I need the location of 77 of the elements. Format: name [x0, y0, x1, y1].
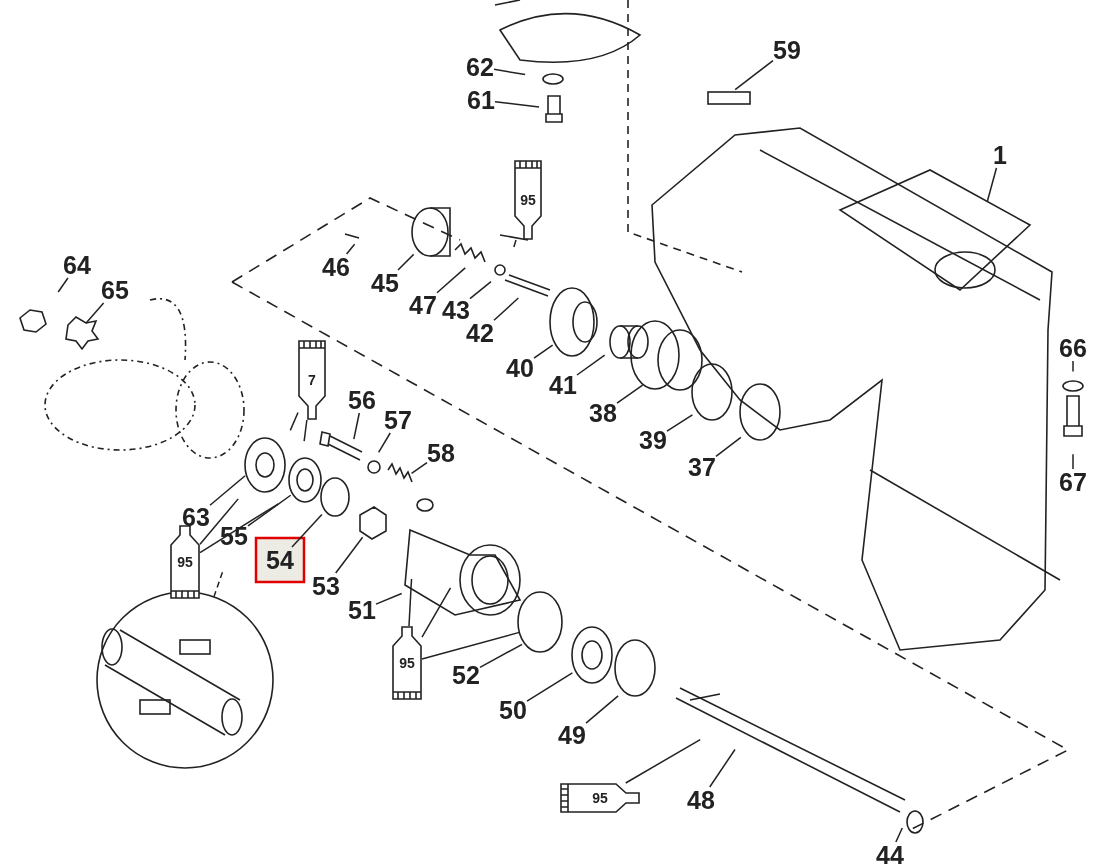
leader-line: [410, 461, 428, 475]
callout-number: 47: [409, 292, 437, 318]
callout-number: 62: [466, 54, 494, 80]
callout-number: 52: [452, 662, 480, 688]
leader-line: [585, 695, 619, 724]
callout-number: 40: [506, 355, 534, 381]
lubricant-tube: 95: [560, 783, 640, 813]
lubricant-tube: 7: [298, 340, 326, 420]
leader-line: [375, 592, 403, 605]
leader-line: [734, 59, 774, 91]
leader-line: [624, 738, 701, 784]
callout-number: 49: [558, 722, 586, 748]
leader-line: [526, 672, 574, 702]
callout-number: 66: [1059, 335, 1087, 361]
leader-line: [397, 253, 415, 271]
callout-number: 48: [687, 787, 715, 813]
callout-number: 50: [499, 697, 527, 723]
callout-number: 54: [266, 547, 294, 573]
leader-line: [213, 569, 224, 598]
callout-number: 43: [442, 297, 470, 323]
callout-number: 42: [466, 320, 494, 346]
callout-number: 58: [427, 440, 455, 466]
callout-number: 38: [589, 400, 617, 426]
callout-number: 53: [312, 573, 340, 599]
callout-number: 56: [348, 387, 376, 413]
callout-number: 61: [467, 87, 495, 113]
lubricant-tube: 95: [392, 626, 422, 700]
leader-line: [289, 411, 299, 432]
leader-line: [533, 344, 554, 359]
leader-line: [666, 414, 694, 432]
leader-line: [209, 475, 246, 506]
leader-line: [335, 536, 364, 574]
callout-number: 44: [876, 842, 904, 867]
leader-line: [353, 412, 361, 440]
leader-line: [895, 827, 903, 843]
leader-line: [291, 513, 323, 548]
leader-line: [715, 436, 742, 458]
leader-line: [57, 277, 69, 293]
leader-line: [493, 68, 526, 76]
lubricant-tube: 95: [170, 525, 200, 599]
leader-line: [493, 297, 520, 321]
callout-number: 41: [549, 372, 577, 398]
leader-line: [303, 419, 308, 442]
callout-number: 46: [322, 254, 350, 280]
callout-number: 51: [348, 597, 376, 623]
leader-line: [247, 494, 292, 527]
leader-line: [408, 578, 413, 627]
callout-number: 55: [220, 523, 248, 549]
leader-line: [421, 587, 452, 638]
leader-line: [709, 748, 736, 788]
leader-line: [1072, 453, 1074, 470]
lubricant-tube: 95: [514, 160, 542, 240]
callout-number: 45: [371, 270, 399, 296]
leader-line: [436, 267, 466, 294]
callout-number: 67: [1059, 469, 1087, 495]
callout-number: 37: [688, 454, 716, 480]
callout-number: 39: [639, 427, 667, 453]
leader-line: [421, 631, 521, 660]
leader-line: [513, 239, 517, 248]
leader-line: [986, 167, 998, 203]
leader-line: [199, 498, 239, 545]
leader-line: [469, 280, 492, 300]
leader-line: [377, 432, 391, 454]
leader-line: [479, 643, 523, 669]
callout-number: 64: [63, 252, 91, 278]
detail-view-drawing: [96, 591, 274, 769]
leader-line: [85, 302, 105, 324]
leader-line: [1072, 360, 1074, 373]
callout-number: 59: [773, 37, 801, 63]
leader-line: [494, 100, 540, 108]
leader-line: [199, 503, 280, 554]
callout-number: 1: [993, 142, 1007, 168]
callout-number: 57: [384, 407, 412, 433]
leader-line: [345, 243, 356, 255]
leader-line: [616, 384, 644, 404]
callout-number: 65: [101, 277, 129, 303]
leader-line: [576, 354, 606, 376]
